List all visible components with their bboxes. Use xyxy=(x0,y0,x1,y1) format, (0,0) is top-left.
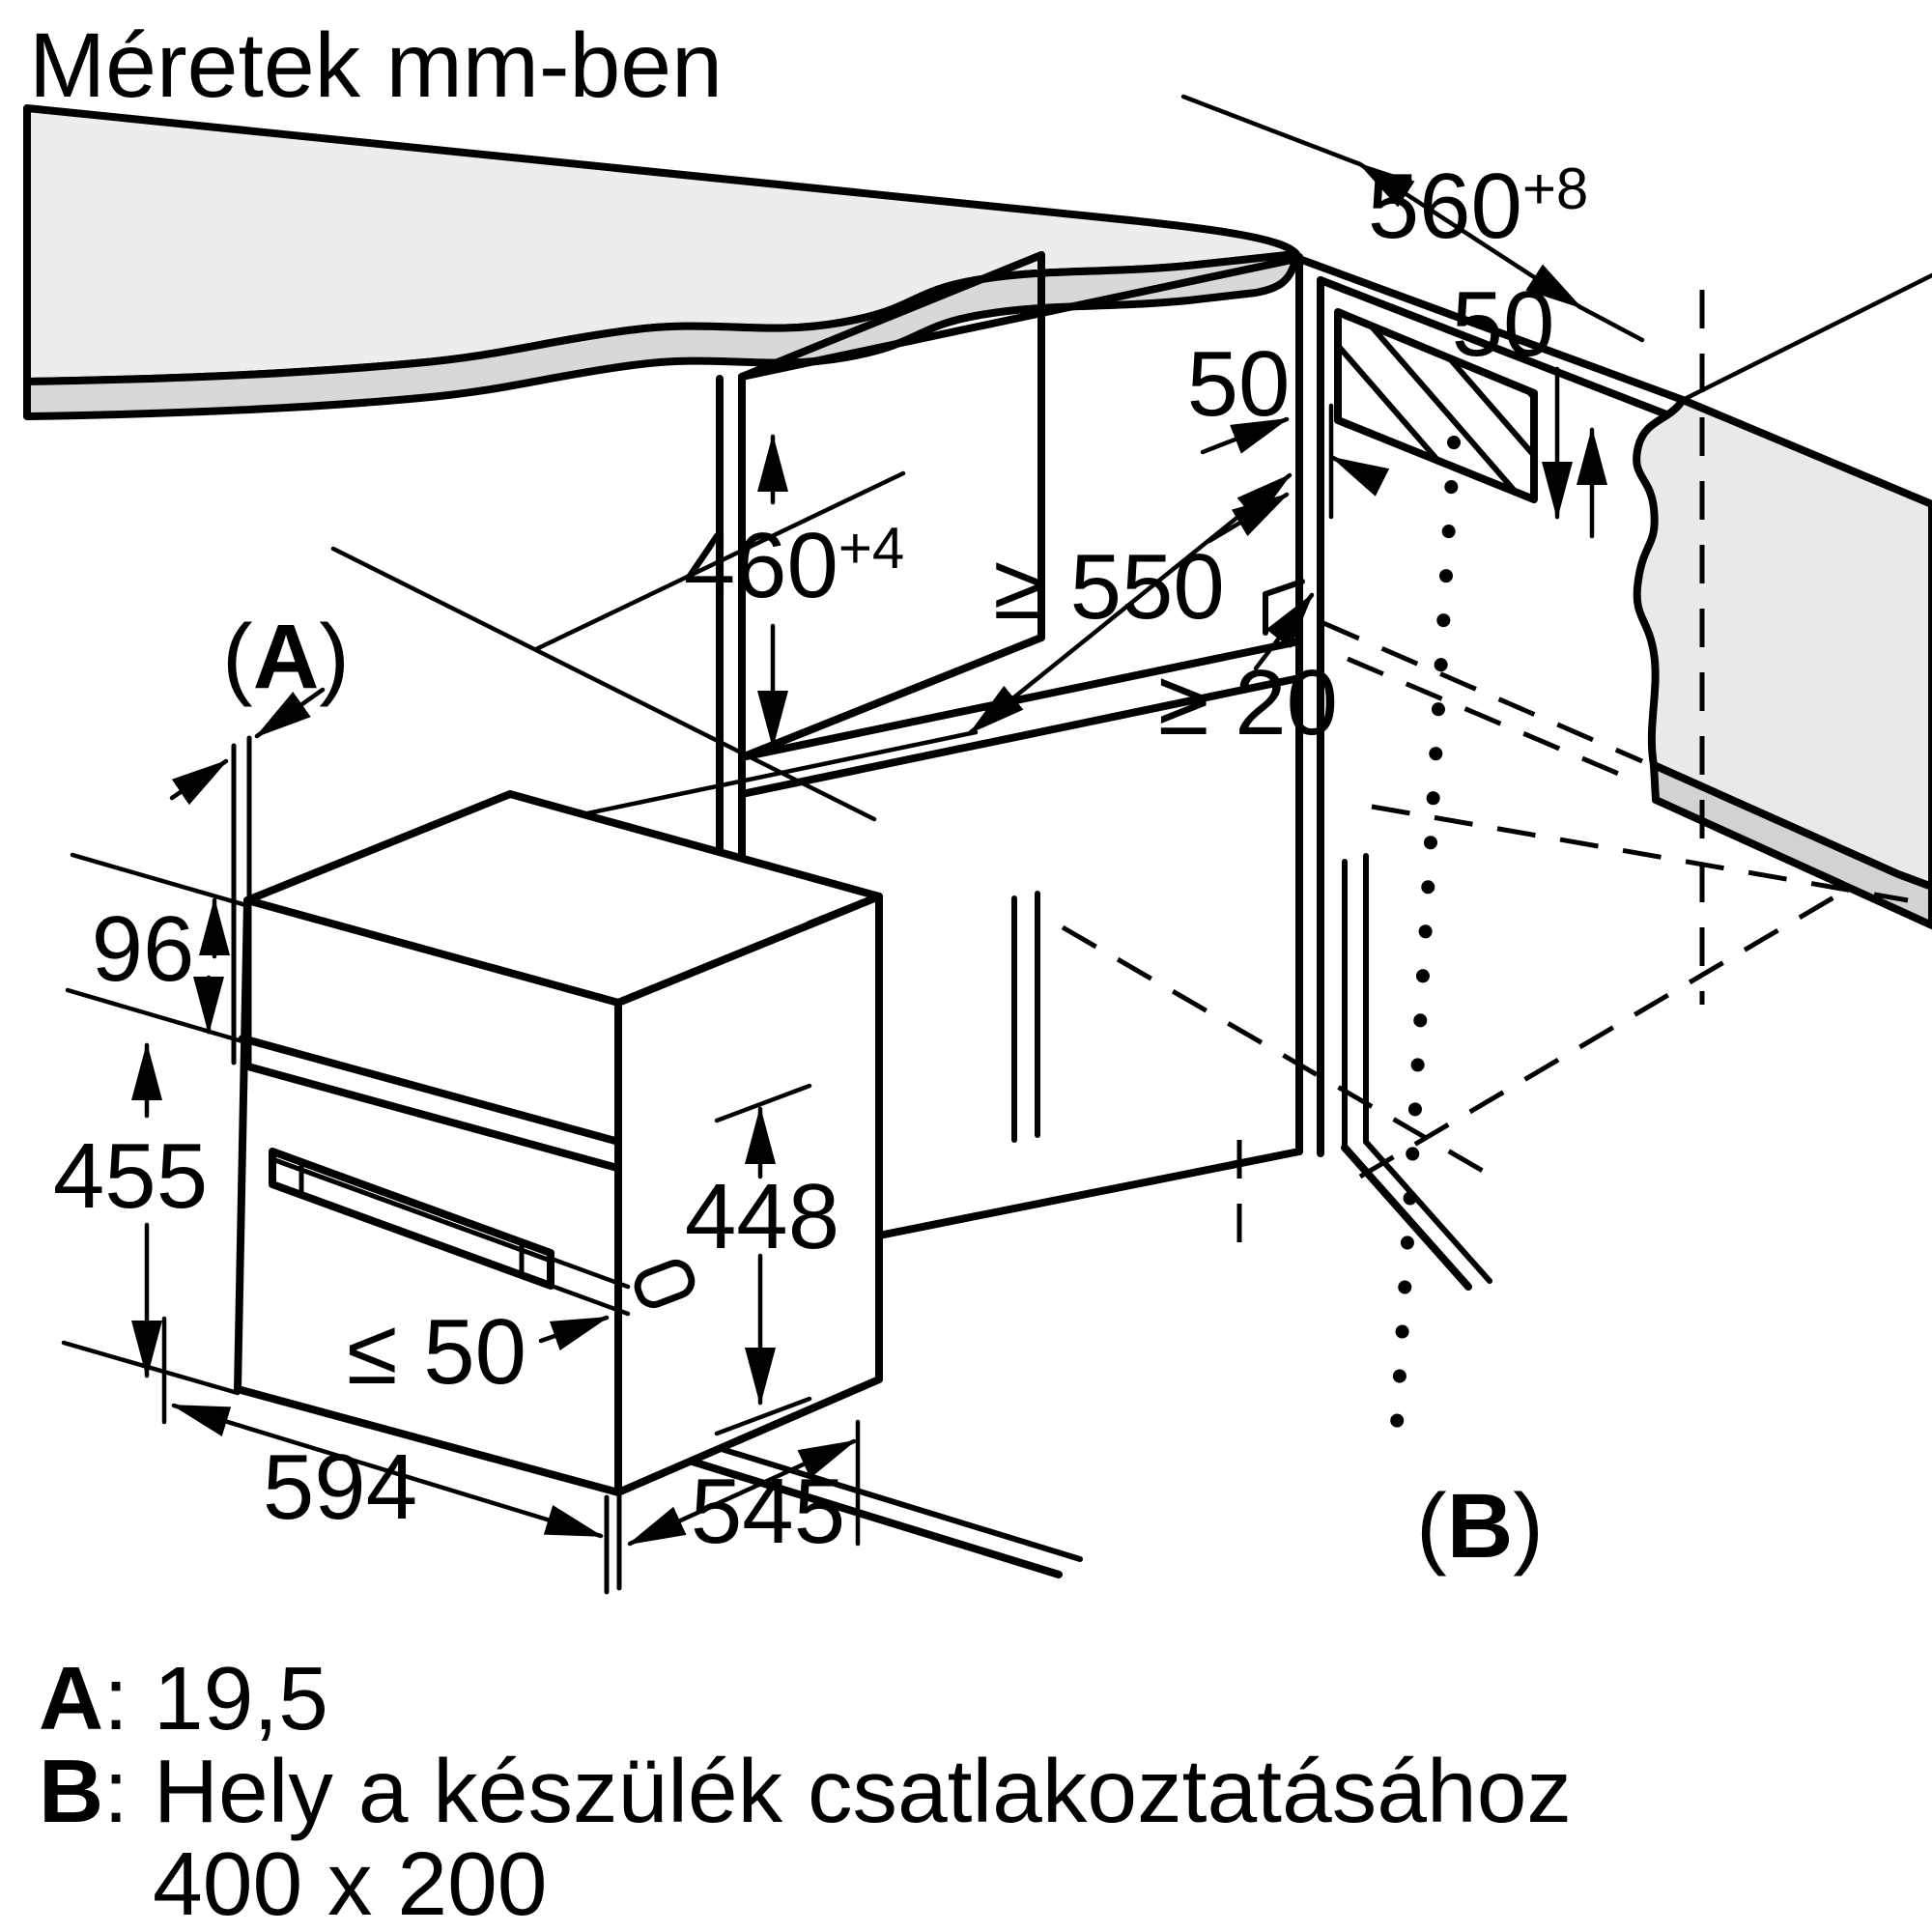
dim-50side-arrow-1 xyxy=(1200,416,1290,455)
ext-448-top xyxy=(714,1083,812,1123)
hatch-line xyxy=(1404,312,1534,499)
wall-panel-face xyxy=(1633,396,1932,891)
wall-panel-bottom-edge xyxy=(1650,761,1932,929)
dim-clearance-side: 50 xyxy=(1187,332,1291,436)
dim-545-line xyxy=(627,1438,857,1547)
countertop-front-edge xyxy=(23,250,1300,420)
dim-le50-arrow xyxy=(538,1315,610,1351)
ext-448-bottom xyxy=(714,1396,812,1436)
hidden-edges xyxy=(1061,290,1909,1246)
hidden-edge xyxy=(1347,656,1629,781)
page-title: Méretek mm-ben xyxy=(29,14,723,117)
dim-A-arrow-2 xyxy=(169,758,229,806)
ext-handle-1 xyxy=(546,1255,631,1290)
dim-clearance-top: 50 xyxy=(1452,272,1555,376)
dim-panel-height: 96 xyxy=(92,897,195,1001)
hidden-edge xyxy=(1358,894,1837,1179)
legend-a: A: 19,5 xyxy=(39,1648,328,1748)
oven-door-top-1 xyxy=(239,1035,619,1145)
dim-550-line xyxy=(968,472,1293,735)
niche-left-wall-top xyxy=(738,251,1045,381)
cabinet-niche xyxy=(535,251,1687,1578)
ext-line-b xyxy=(538,729,979,826)
dim-560-line xyxy=(1357,161,1583,310)
ext-handle-2 xyxy=(546,1282,631,1317)
dim-oven-height: 455 xyxy=(53,1124,208,1228)
label-B: (B) xyxy=(1416,1475,1544,1577)
hidden-edge xyxy=(1322,620,1643,764)
dim-A-arrow-1 xyxy=(254,687,326,739)
dim-50side-arrow-3 xyxy=(1330,455,1390,497)
cabinet-dimensions: 560+8 50 50 460+4 ≥ 550 ≥ 20 (B) xyxy=(533,94,1932,1577)
room-wall-panel xyxy=(1633,396,1932,929)
oven xyxy=(234,790,883,1496)
countertop xyxy=(23,104,1300,420)
dim-niche-depth: ≥ 550 xyxy=(993,535,1225,639)
hatch-line xyxy=(1353,312,1534,499)
cabinet-right-base-1 xyxy=(1341,1144,1472,1291)
dim-niche-height: 460+4 xyxy=(684,514,905,617)
deco-ext-top-right xyxy=(1680,272,1932,403)
niche-top-edge xyxy=(738,255,1300,381)
dim-front-clearance: ≤ 50 xyxy=(347,1300,526,1404)
connection-dotted-line xyxy=(1389,436,1461,1448)
oven-side-grip xyxy=(634,1259,696,1309)
dim-oven-depth: 545 xyxy=(691,1460,845,1563)
hidden-edge xyxy=(1371,804,1909,903)
legend-b: B: Hely a készülék csatlakoztatásához xyxy=(39,1741,1572,1841)
dim-rear-gap: ≥ 20 xyxy=(1158,651,1338,754)
dim-20-arrow xyxy=(1253,592,1315,671)
ext-line-a xyxy=(533,470,906,652)
oven-dimensions: (A) 96 455 448 ≤ 50 594 545 xyxy=(53,606,861,1595)
dim-body-height: 448 xyxy=(685,1165,839,1268)
hidden-edge xyxy=(1061,924,1490,1177)
dim-oven-width: 594 xyxy=(263,1435,417,1539)
dim-560-ext-right xyxy=(1577,304,1645,343)
dim-560-ext-left xyxy=(1180,94,1363,167)
label-A: (A) xyxy=(222,606,350,708)
cabinet-right-base-2 xyxy=(1363,1139,1492,1284)
oven-deco-ext-line xyxy=(330,546,877,822)
oven-handle-inner xyxy=(270,1156,554,1264)
legend: A: 19,5 B: Hely a készülék csatlakoztatá… xyxy=(39,1648,1572,1932)
ext-455-bottom xyxy=(61,1340,241,1396)
dim-594-line xyxy=(171,1403,604,1539)
dim-niche-width: 560+8 xyxy=(1368,155,1589,258)
legend-b-line2: 400 x 200 xyxy=(153,1833,548,1932)
dim-50side-arrow-2 xyxy=(1207,492,1290,544)
connection-cutout xyxy=(1334,308,1538,503)
oven-door-top-2 xyxy=(241,1062,621,1172)
